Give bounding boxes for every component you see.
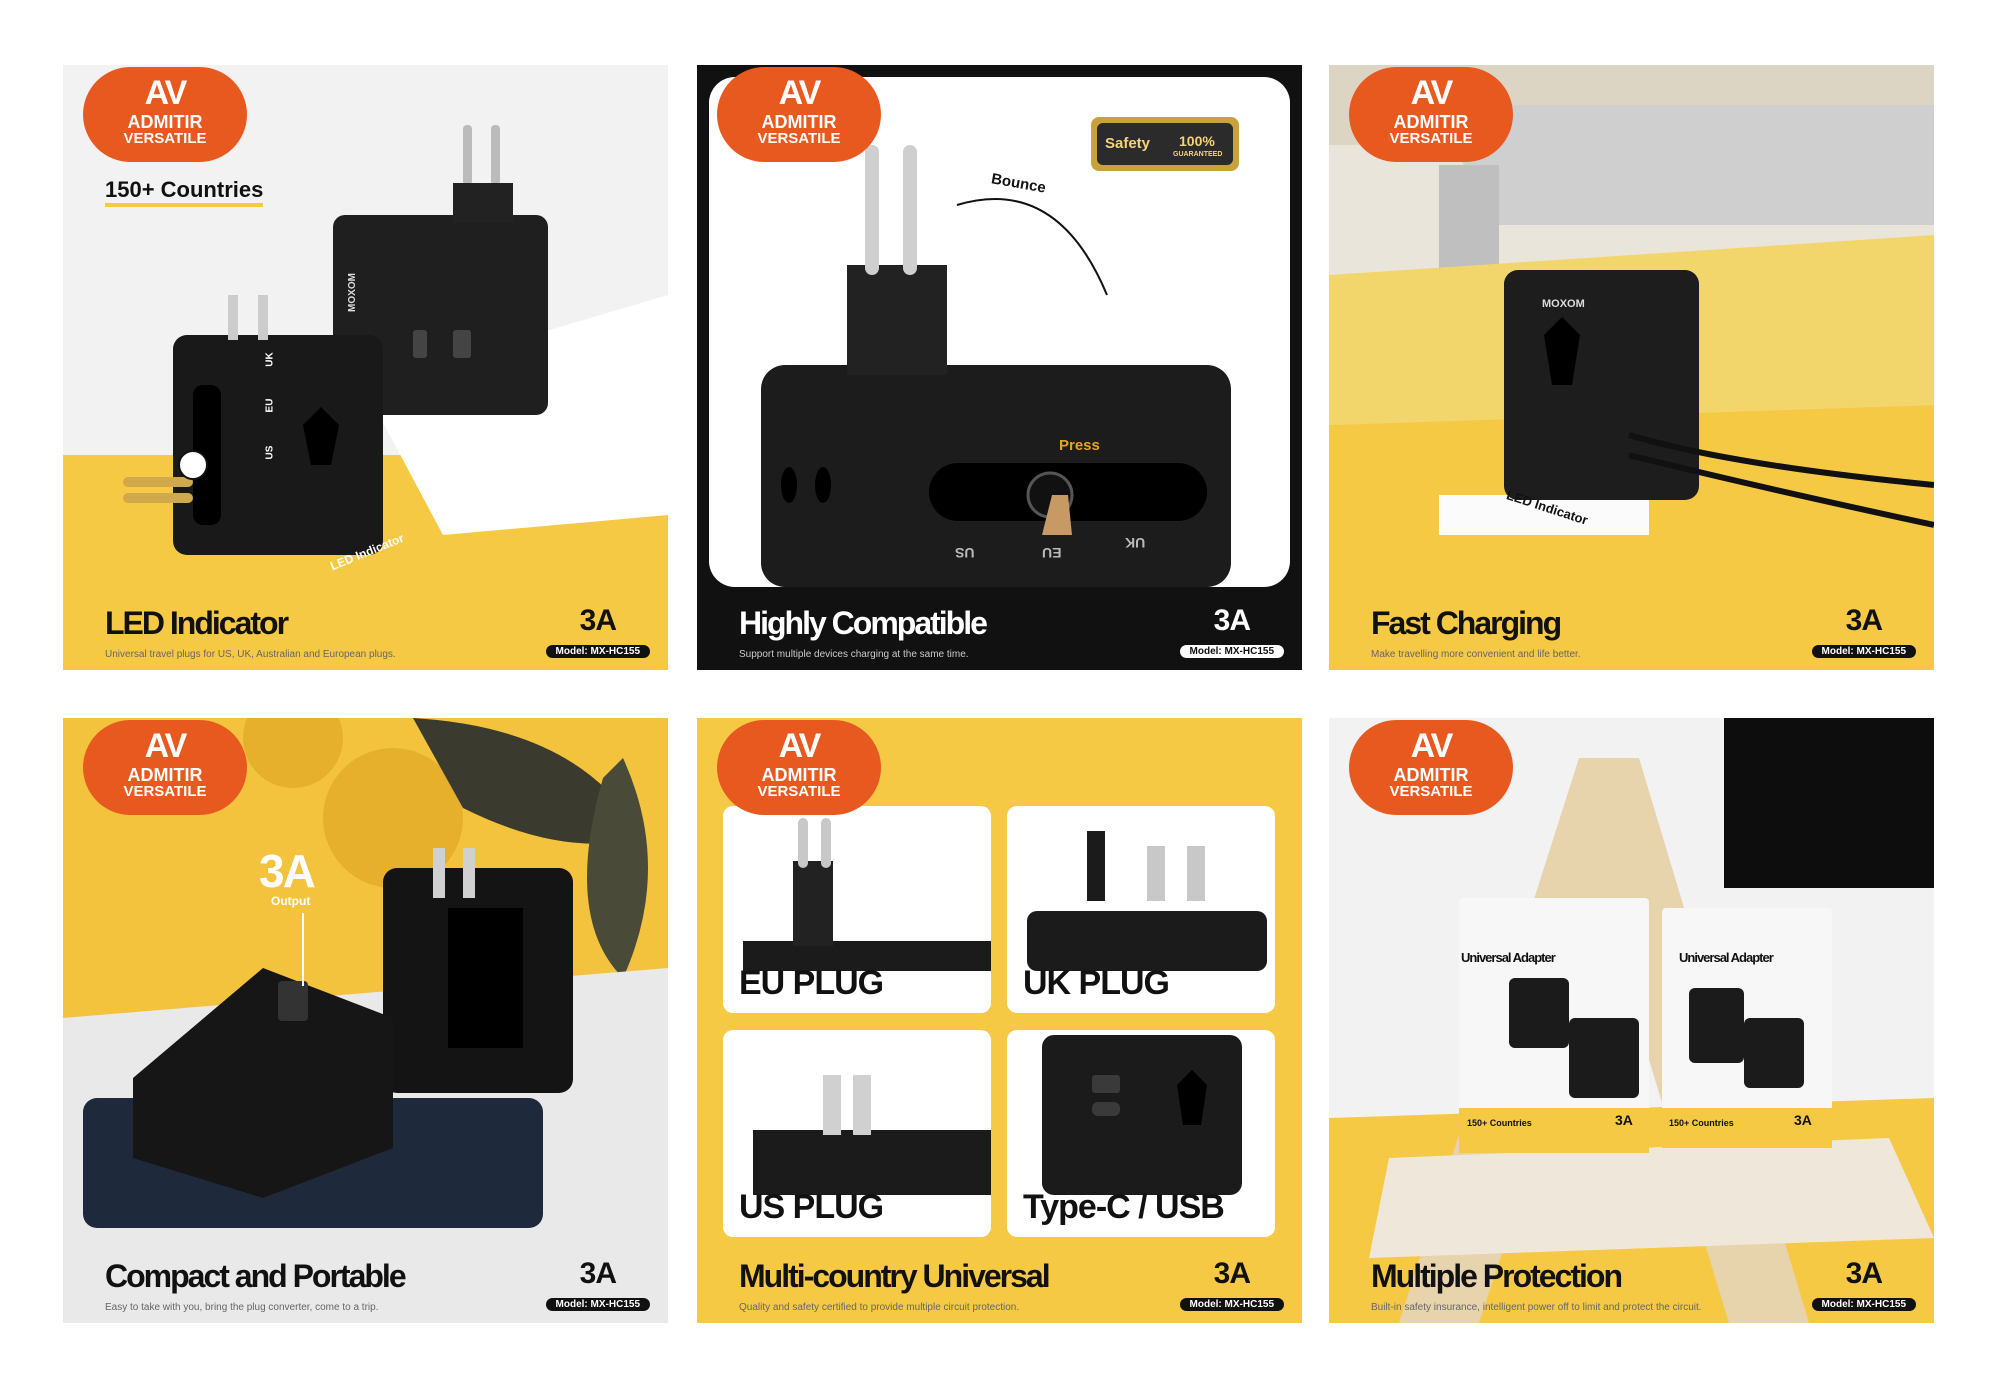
port-label-uk: UK xyxy=(1125,535,1146,551)
amperage-label: 3A xyxy=(579,604,617,637)
eu-plug-label: EU PLUG xyxy=(739,964,884,1002)
uk-plug-label: UK PLUG xyxy=(1023,964,1170,1002)
panel-title: Multi-country Universal xyxy=(739,1258,1051,1294)
brand-line1: ADMITIR xyxy=(127,765,203,785)
panel-title: Compact and Portable xyxy=(105,1258,407,1294)
type-c-usb-image xyxy=(1042,1035,1242,1195)
brand-line2: VERSATILE xyxy=(1389,783,1473,800)
box-amp-left: 3A xyxy=(1615,1112,1633,1128)
brand-line2: VERSATILE xyxy=(123,783,207,800)
box-amp-right: 3A xyxy=(1794,1112,1812,1128)
card-type-c-usb: Type-C / USB xyxy=(1007,1030,1275,1237)
brand-line1: ADMITIR xyxy=(127,112,203,132)
model-label: Model: MX-HC155 xyxy=(1811,1298,1916,1311)
scene-fast-charging xyxy=(1329,65,1934,670)
box-countries-left: 150+ Countries xyxy=(1467,1118,1532,1128)
port-label-eu: EU xyxy=(264,398,276,413)
brand-logo: AV xyxy=(144,727,188,765)
brand-logo: AV xyxy=(144,74,188,112)
model-label: Model: MX-HC155 xyxy=(545,645,650,658)
port-label-eu: EU xyxy=(1042,545,1062,561)
panel-subtitle: Easy to take with you, bring the plug co… xyxy=(105,1302,379,1313)
panel-subtitle: Built-in safety insurance, intelligent p… xyxy=(1371,1302,1702,1313)
amperage-label: 3A xyxy=(1845,604,1883,637)
panel-compact-portable: AV ADMITIR VERSATILE 3A Output Compact a… xyxy=(63,718,668,1323)
model-label: Model: MX-HC155 xyxy=(1179,1298,1284,1311)
panel-subtitle: Make travelling more convenient and life… xyxy=(1371,649,1581,660)
brand-badge: AV ADMITIR VERSATILE xyxy=(83,720,247,815)
box-countries-right: 150+ Countries xyxy=(1669,1118,1734,1128)
port-label-us: US xyxy=(264,445,276,460)
brand-badge: AV ADMITIR VERSATILE xyxy=(1349,720,1513,815)
us-plug-label: US PLUG xyxy=(739,1188,884,1226)
card-us-plug: US PLUG xyxy=(723,1030,991,1237)
brand-line1: ADMITIR xyxy=(1393,112,1469,132)
panel-title: Fast Charging xyxy=(1371,605,1562,641)
brand-badge: AV ADMITIR VERSATILE xyxy=(83,67,247,162)
brand-line2: VERSATILE xyxy=(757,130,841,147)
scene-compact-portable xyxy=(63,718,668,1323)
brand-line1: ADMITIR xyxy=(1393,765,1469,785)
brand-badge: AV ADMITIR VERSATILE xyxy=(717,67,881,162)
panel-multiple-protection: AV ADMITIR VERSATILE Universal Adapter U… xyxy=(1329,718,1934,1323)
safety-percent: 100% xyxy=(1179,133,1215,149)
device-brand: MOXOM xyxy=(346,273,358,312)
model-label: Model: MX-HC155 xyxy=(545,1298,650,1311)
brand-line2: VERSATILE xyxy=(757,783,841,800)
amperage-label: 3A xyxy=(1213,604,1251,637)
box-title-left: Universal Adapter xyxy=(1461,950,1556,965)
brand-line1: ADMITIR xyxy=(761,765,837,785)
panel-subtitle: Quality and safety certified to provide … xyxy=(739,1302,1020,1313)
scene-multiple-protection xyxy=(1329,718,1934,1323)
brand-logo: AV xyxy=(1410,727,1454,765)
brand-badge: AV ADMITIR VERSATILE xyxy=(1349,67,1513,162)
press-label: Press xyxy=(1059,437,1100,454)
panel-multi-country: EU PLUG UK PLUG US PLUG Type-C / USB AV … xyxy=(697,718,1302,1323)
brand-line1: ADMITIR xyxy=(761,112,837,132)
output-label: Output xyxy=(271,894,311,908)
amperage-label: 3A xyxy=(579,1257,617,1290)
panel-subtitle: Universal travel plugs for US, UK, Austr… xyxy=(105,649,396,660)
box-title-right: Universal Adapter xyxy=(1679,950,1774,965)
card-uk-plug: UK PLUG xyxy=(1007,806,1275,1013)
eu-plug-image xyxy=(743,818,991,971)
brand-logo: AV xyxy=(1410,74,1454,112)
model-label: Model: MX-HC155 xyxy=(1811,645,1916,658)
device-brand: MOXOM xyxy=(1542,298,1585,310)
output-value: 3A xyxy=(259,845,316,897)
port-label-us: US xyxy=(955,545,975,561)
amperage-label: 3A xyxy=(1845,1257,1883,1290)
safety-guaranteed: GUARANTEED xyxy=(1173,151,1223,158)
brand-line2: VERSATILE xyxy=(123,130,207,147)
panel-highly-compatible: AV ADMITIR VERSATILE Safety 100% GUARANT… xyxy=(697,65,1302,670)
uk-plug-image xyxy=(1027,831,1267,971)
scene-highly-compatible xyxy=(697,65,1302,670)
brand-logo: AV xyxy=(778,74,822,112)
type-c-usb-label: Type-C / USB xyxy=(1023,1188,1225,1226)
brand-badge: AV ADMITIR VERSATILE xyxy=(717,720,881,815)
panel-led-indicator: AV ADMITIR VERSATILE 150+ Countries UK E… xyxy=(63,65,668,670)
panel-title: LED Indicator xyxy=(105,605,289,641)
amperage-label: 3A xyxy=(1213,1257,1251,1290)
card-eu-plug: EU PLUG xyxy=(723,806,991,1013)
port-label-uk: UK xyxy=(264,352,276,367)
safety-label: Safety xyxy=(1105,135,1151,152)
scene-led-indicator xyxy=(63,65,668,670)
panel-title: Multiple Protection xyxy=(1371,1258,1623,1294)
panel-subtitle: Support multiple devices charging at the… xyxy=(739,649,969,660)
us-plug-image xyxy=(753,1075,991,1195)
brand-line2: VERSATILE xyxy=(1389,130,1473,147)
brand-logo: AV xyxy=(778,727,822,765)
model-label: Model: MX-HC155 xyxy=(1179,645,1284,658)
panel-title: Highly Compatible xyxy=(739,605,988,641)
countries-label: 150+ Countries xyxy=(105,177,264,207)
panel-fast-charging: AV ADMITIR VERSATILE MOXOM LED Indicator… xyxy=(1329,65,1934,670)
